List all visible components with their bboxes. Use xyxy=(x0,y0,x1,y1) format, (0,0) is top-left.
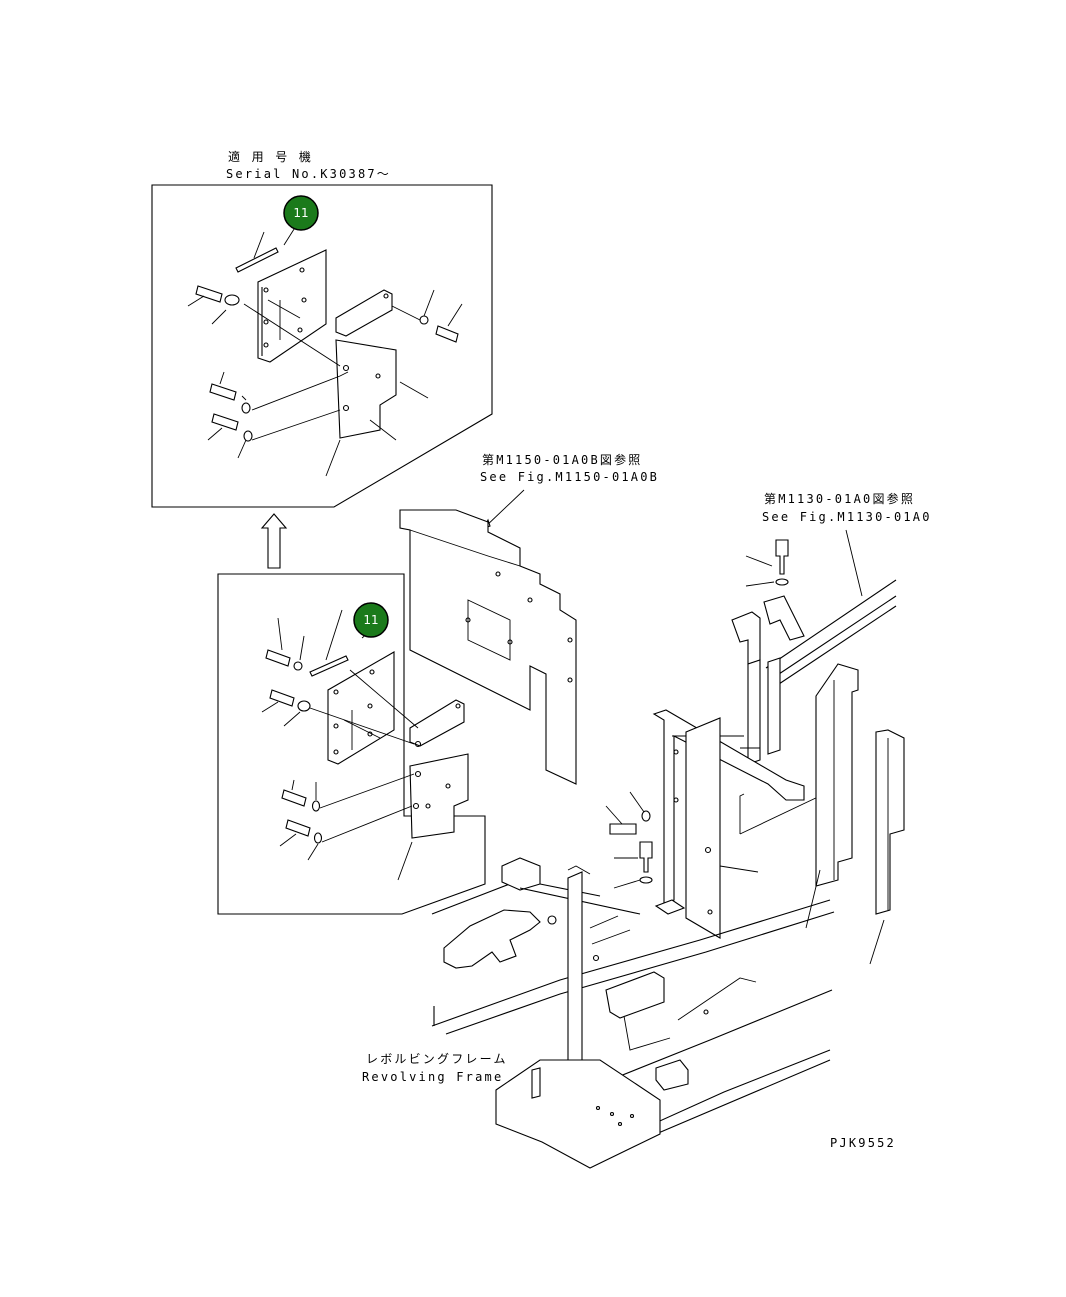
frame-post xyxy=(567,871,583,1073)
cover-plate xyxy=(327,651,395,765)
up-arrow-icon xyxy=(260,513,288,569)
inset-top-frame xyxy=(151,184,493,508)
side-panel xyxy=(399,509,577,785)
frame-block xyxy=(605,971,665,1019)
frame-label-jp: レボルビングフレーム xyxy=(366,1052,508,1066)
tall-panel xyxy=(815,663,859,887)
tall-panel xyxy=(875,729,905,915)
vertical-post xyxy=(767,657,781,755)
vertical-panel xyxy=(685,717,721,939)
frame-label-en: Revolving Frame xyxy=(362,1070,503,1084)
bolt-icon xyxy=(269,689,295,707)
ref-m1130-en: See Fig.M1130-01A0 xyxy=(762,510,932,524)
inset-bottom-frame xyxy=(217,573,486,915)
bolt-icon xyxy=(195,285,223,303)
support-frame xyxy=(652,709,805,905)
ref-m1150-en: See Fig.M1150-01A0B xyxy=(480,470,659,484)
inset-top: 適 用 号 機 Serial No.K30387〜 xyxy=(151,149,493,508)
mount-bracket-lower xyxy=(409,753,469,839)
ref-m1130-jp: 第M1130-01A0図参照 xyxy=(764,491,915,506)
ref-m1150-jp: 第M1150-01A0B図参照 xyxy=(482,452,642,467)
bolt-icon xyxy=(435,325,459,343)
bolt-icon xyxy=(211,413,239,431)
mount-bracket-upper xyxy=(335,289,393,337)
inset-bottom: 11 xyxy=(217,573,486,915)
bolt-icon xyxy=(285,819,311,837)
serial-label: Serial No.K30387〜 xyxy=(226,167,391,181)
bolt-icon xyxy=(775,539,789,575)
mount-bracket-upper xyxy=(409,699,465,747)
callout-number: 11 xyxy=(363,613,378,627)
callout-badge xyxy=(283,195,319,231)
figure-code: PJK9552 xyxy=(830,1136,896,1150)
mount-bracket xyxy=(763,595,805,641)
bolt-icon xyxy=(281,789,307,807)
frame-bracket xyxy=(443,909,541,969)
cover-plate xyxy=(257,249,327,363)
applicable-label: 適 用 号 機 xyxy=(228,149,313,164)
callout-number: 11 xyxy=(293,206,308,220)
mount-bracket-lower xyxy=(335,339,397,439)
bolt-icon xyxy=(609,823,637,835)
bolt-icon xyxy=(209,383,237,401)
callout-badge xyxy=(353,602,389,638)
strip-bracket xyxy=(309,655,349,677)
mount-bracket xyxy=(731,611,761,665)
bolt-icon xyxy=(265,649,291,667)
strip-bracket xyxy=(235,247,279,273)
base-block xyxy=(495,1059,661,1169)
main-assembly: 第M1150-01A0B図参照 See Fig.M1150-01A0B 第M11… xyxy=(362,452,932,1169)
frame-block xyxy=(655,1059,689,1091)
bolt-icon xyxy=(639,841,653,873)
vertical-post xyxy=(747,659,761,765)
